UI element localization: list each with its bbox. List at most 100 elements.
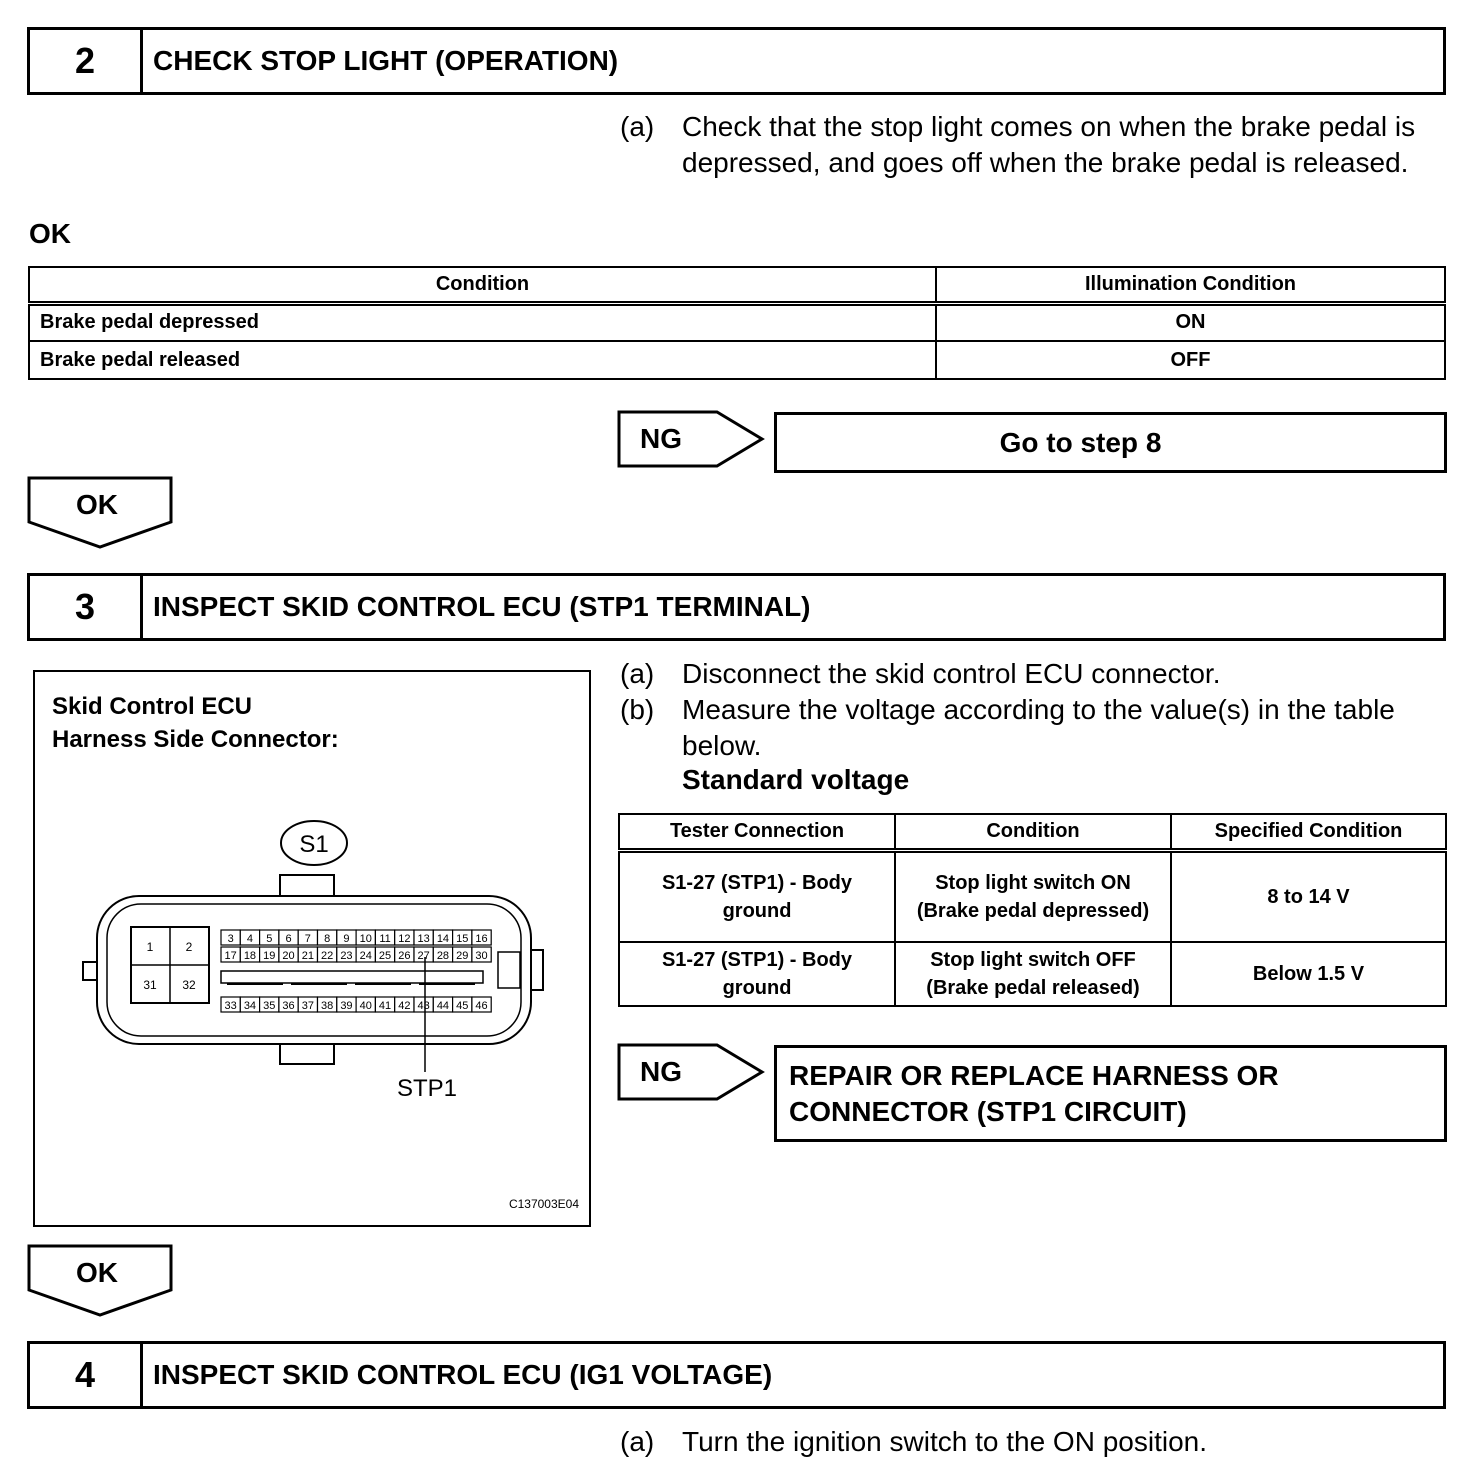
pin-number: 6 <box>285 933 291 945</box>
pin-cell <box>471 929 492 946</box>
pin-number: 32 <box>182 978 196 992</box>
pin-number: 30 <box>475 950 487 962</box>
table-cell: S1-27 (STP1) - Body ground <box>618 941 896 1007</box>
pin-callout-label: STP1 <box>397 1075 457 1102</box>
ok-arrow-icon <box>27 476 173 549</box>
pin-number: 12 <box>398 933 410 945</box>
pin-number: 8 <box>324 933 330 945</box>
table-header: Condition <box>894 813 1172 853</box>
pin-number: 4 <box>247 933 253 945</box>
pin-number: 27 <box>418 950 430 962</box>
table-header: Specified Condition <box>1170 813 1447 853</box>
figure-code: C137003E04 <box>508 1197 579 1211</box>
pin-number: 45 <box>456 1000 468 1012</box>
instruction-label: (a) <box>620 1426 655 1457</box>
table-cell: OFF <box>935 340 1446 380</box>
step-title: CHECK STOP LIGHT (OPERATION) <box>153 45 619 76</box>
pin-number: 34 <box>244 1000 256 1012</box>
pin-number: 46 <box>475 1000 487 1012</box>
table-cell: Brake pedal depressed <box>28 302 937 342</box>
ng-action-box: Go to step 8 <box>774 412 1447 473</box>
ng-label: NG <box>640 423 682 454</box>
pin-number: 25 <box>379 950 391 962</box>
instruction-text: Measure the voltage according to the val… <box>682 694 1395 761</box>
pin-number: 3 <box>228 933 234 945</box>
pin-number: 37 <box>302 1000 314 1012</box>
table-cell: 8 to 14 V <box>1170 849 1447 943</box>
pin-number: 7 <box>305 933 311 945</box>
pin-number: 24 <box>360 950 372 962</box>
pin-number: 14 <box>437 933 449 945</box>
table-header: Condition <box>28 266 937 306</box>
pin-number: 28 <box>437 950 449 962</box>
instruction-text: Disconnect the skid control ECU connecto… <box>682 658 1221 689</box>
ok-label: OK <box>76 1257 118 1288</box>
instruction-text: Turn the ignition switch to the ON posit… <box>682 1426 1207 1457</box>
pin-number: 17 <box>225 950 237 962</box>
pin-number: 40 <box>360 1000 372 1012</box>
instruction-label: (b) <box>620 694 655 725</box>
standard-heading: Standard voltage <box>682 764 910 795</box>
pin-number: 44 <box>437 1000 449 1012</box>
step-number: 3 <box>30 576 143 638</box>
pin-number: 42 <box>398 1000 410 1012</box>
table-cell: Brake pedal released <box>28 340 937 380</box>
table-cell: S1-27 (STP1) - Body ground <box>618 849 896 943</box>
pin-number: 29 <box>456 950 468 962</box>
step-2-header: 2 CHECK STOP LIGHT (OPERATION) <box>27 27 1446 95</box>
step-number: 2 <box>30 30 143 92</box>
pin-number: 20 <box>282 950 294 962</box>
pin-number: 23 <box>340 950 352 962</box>
table-row: Brake pedal depressed ON <box>28 302 1446 342</box>
table-cell: Stop light switch ON (Brake pedal depres… <box>894 849 1172 943</box>
pin-number: 9 <box>343 933 349 945</box>
pin-number: 33 <box>225 1000 237 1012</box>
pin-number: 35 <box>263 1000 275 1012</box>
ng-arrow-icon <box>617 410 765 468</box>
pin-number: 26 <box>398 950 410 962</box>
pin-number: 13 <box>418 933 430 945</box>
table-header: Tester Connection <box>618 813 896 853</box>
table-cell: ON <box>935 302 1446 342</box>
ok-arrow-icon <box>27 1244 173 1317</box>
step-4-header: 4 INSPECT SKID CONTROL ECU (IG1 VOLTAGE) <box>27 1341 1446 1409</box>
ng-action-text: Go to step 8 <box>999 426 1162 458</box>
pin-number: 22 <box>321 950 333 962</box>
connector-id: S1 <box>299 831 328 858</box>
table-row: S1-27 (STP1) - Body ground Stop light sw… <box>618 849 1447 943</box>
pin-number: 38 <box>321 1000 333 1012</box>
pin-number: 36 <box>282 1000 294 1012</box>
table-row: S1-27 (STP1) - Body ground Stop light sw… <box>618 941 1447 1007</box>
ok-heading: OK <box>29 218 71 249</box>
pin-number: 5 <box>266 933 272 945</box>
step-3-header: 3 INSPECT SKID CONTROL ECU (STP1 TERMINA… <box>27 573 1446 641</box>
table-row: Brake pedal released OFF <box>28 340 1446 380</box>
ok-label: OK <box>76 489 118 520</box>
pin-number: 18 <box>244 950 256 962</box>
instruction-label: (a) <box>620 658 655 689</box>
table-cell: Stop light switch OFF (Brake pedal relea… <box>894 941 1172 1007</box>
pin-number: 10 <box>360 933 372 945</box>
figure-caption-line: Skid Control ECU <box>52 693 253 720</box>
figure-caption-line: Harness Side Connector: <box>52 726 339 753</box>
connector-figure: Skid Control ECU Harness Side Connector:… <box>33 670 591 1227</box>
pin-number: 15 <box>456 933 468 945</box>
table-header: Illumination Condition <box>935 266 1446 306</box>
pin-number: 39 <box>340 1000 352 1012</box>
step-number: 4 <box>30 1344 143 1406</box>
ng-label: NG <box>640 1056 682 1087</box>
pin-number: 31 <box>143 978 157 992</box>
step-title: INSPECT SKID CONTROL ECU (IG1 VOLTAGE) <box>153 1359 773 1390</box>
pin-number: 41 <box>379 1000 391 1012</box>
pin-number: 43 <box>418 1000 430 1012</box>
ng-action-text: REPAIR OR REPLACE HARNESS OR CONNECTOR (… <box>789 1060 1279 1127</box>
voltage-table: Tester Connection Condition Specified Co… <box>618 813 1447 1007</box>
figure-caption: Skid Control ECU Harness Side Connector: <box>52 690 339 756</box>
ng-action-box: REPAIR OR REPLACE HARNESS OR CONNECTOR (… <box>774 1045 1447 1142</box>
pin-cell <box>471 996 492 1013</box>
illumination-table: Condition Illumination Condition Brake p… <box>28 266 1446 380</box>
table-cell: Below 1.5 V <box>1170 941 1447 1007</box>
ng-arrow-icon <box>617 1043 765 1101</box>
pin-number: 1 <box>147 940 154 954</box>
